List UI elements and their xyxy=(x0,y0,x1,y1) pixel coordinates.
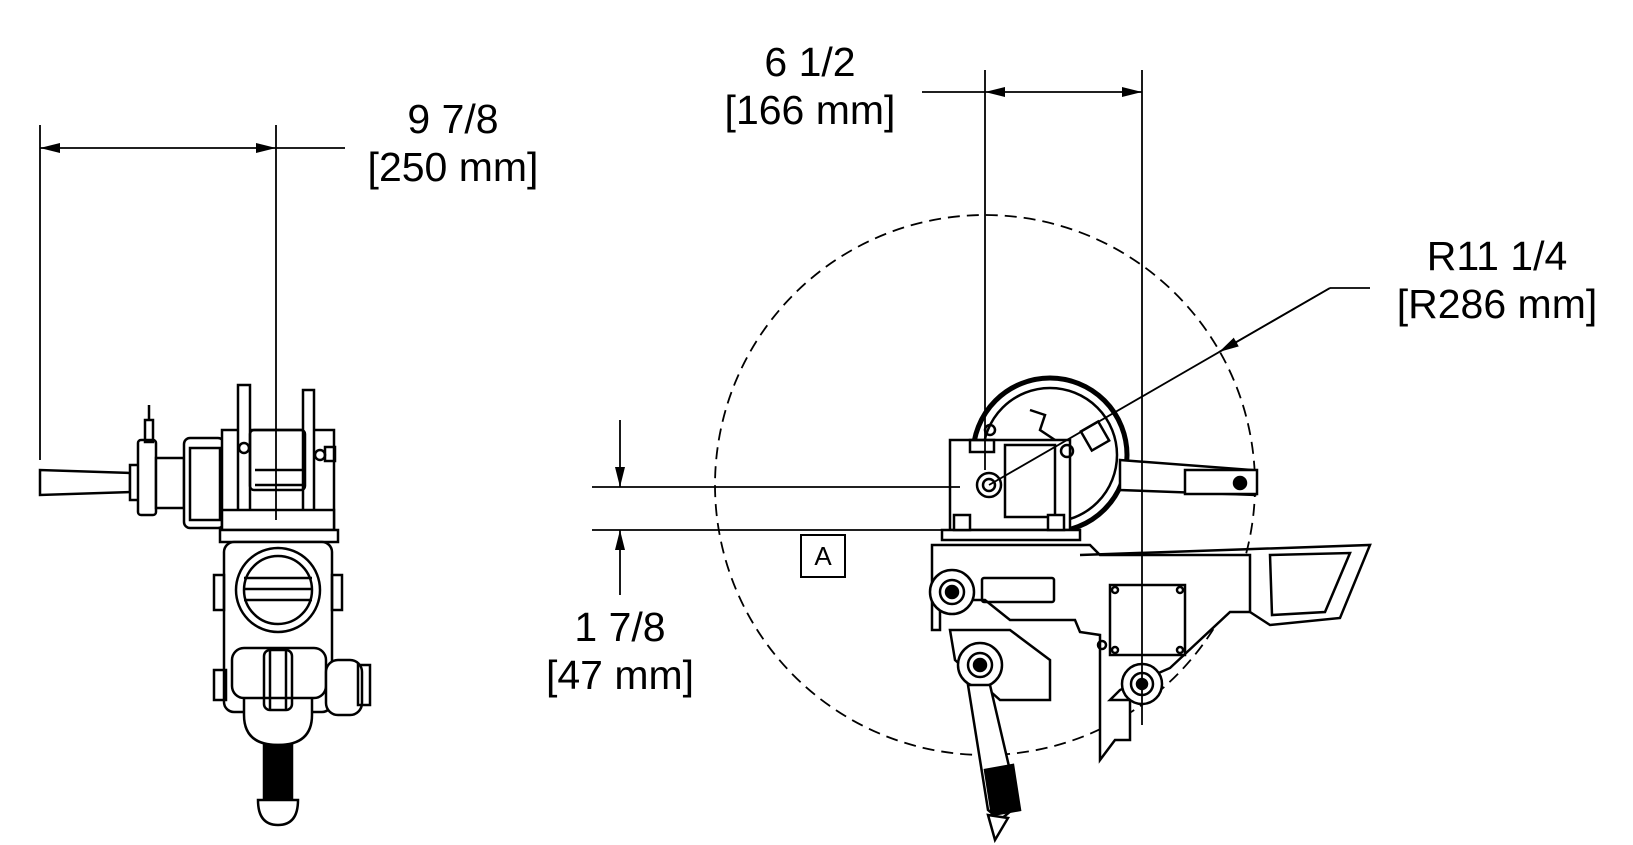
label-swing-radius: R11 1/4 [R286 mm] xyxy=(1372,232,1622,328)
front-offset-imperial: 6 1/2 xyxy=(764,39,856,85)
label-front-offset: 6 1/2 [166 mm] xyxy=(705,38,915,134)
datum-reference-a: A xyxy=(800,534,846,578)
base-height-imperial: 1 7/8 xyxy=(574,604,666,650)
dimension-swing-radius xyxy=(988,287,1370,486)
dimension-base-height xyxy=(592,420,960,595)
swing-radius-imperial: R11 1/4 xyxy=(1426,233,1568,279)
base-height-metric: [47 mm] xyxy=(545,652,695,698)
front-offset-metric: [166 mm] xyxy=(724,87,896,133)
side-width-imperial: 9 7/8 xyxy=(407,96,499,142)
dimension-side-width xyxy=(39,125,345,520)
side-width-metric: [250 mm] xyxy=(367,144,539,190)
label-side-width: 9 7/8 [250 mm] xyxy=(348,95,558,191)
front-view xyxy=(928,375,1372,844)
swing-radius-metric: [R286 mm] xyxy=(1396,281,1598,327)
crank-handle xyxy=(38,468,132,497)
side-view xyxy=(38,383,372,827)
label-base-height: 1 7/8 [47 mm] xyxy=(525,603,715,699)
threaded-screw xyxy=(262,743,294,802)
